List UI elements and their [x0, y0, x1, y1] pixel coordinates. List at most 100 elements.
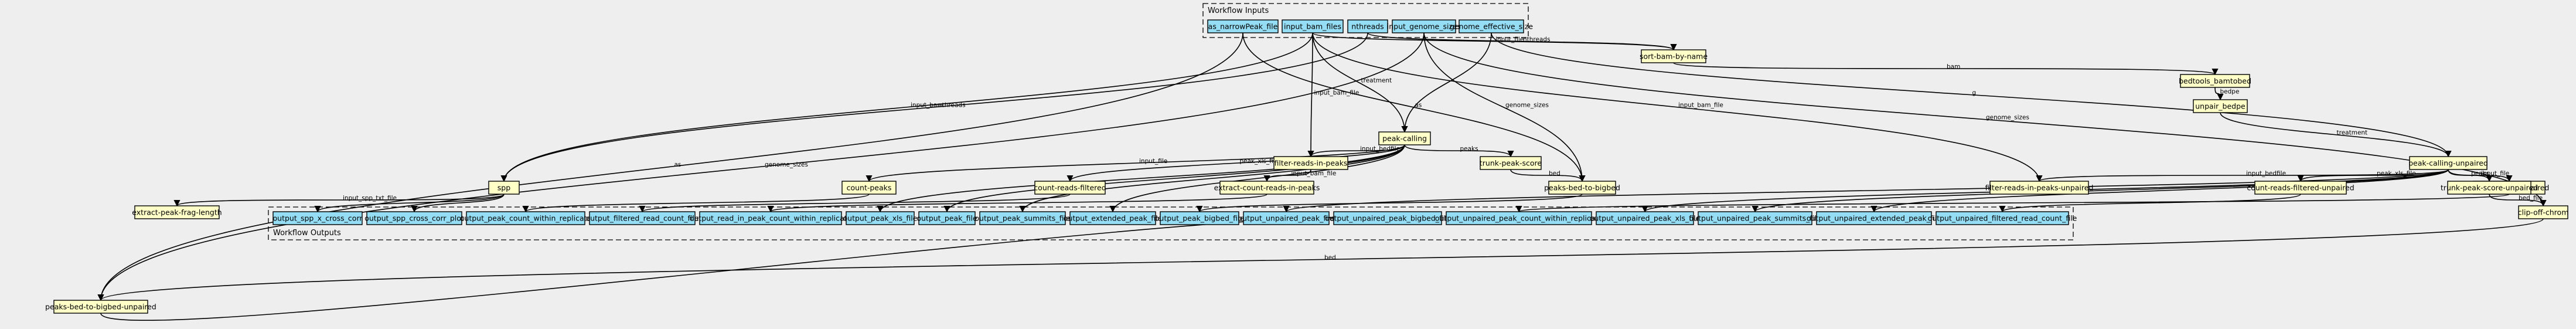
step-node-spp[interactable]: spp — [488, 181, 520, 195]
edge-peak-calling-to-output_extended_peak_file — [1109, 144, 1405, 213]
edge-peak-calling-unpaired-to-output_unpaired_extended_peak_file — [1870, 169, 2449, 213]
edge-genome_effective_size-to-peak-calling — [1401, 32, 1492, 133]
node-label: filter-reads-in-peaks-unpaired — [1985, 184, 2094, 192]
node-label: output_spp_cross_corr_plot — [364, 214, 464, 223]
node-label: output_filtered_read_count_file — [585, 214, 698, 223]
step-node-peak-calling[interactable]: peak-calling — [1378, 131, 1431, 145]
node-label: output_unpaired_peak_bigbed_file — [1325, 214, 1450, 223]
step-node-count-peaks[interactable]: count-peaks — [841, 181, 897, 195]
edge-label: as — [1415, 102, 1422, 109]
step-node-unpair_bedpe[interactable]: unpair_bedpe — [2193, 99, 2248, 113]
edge-trunk-peak-score-unpaired-to-clip-off-chrom: bed_file — [2489, 194, 2547, 207]
output-node-output_unpaired_peak_bigbed_file[interactable]: output_unpaired_peak_bigbed_file — [1325, 211, 1450, 225]
step-node-count-reads-filtered-unpaired[interactable]: count-reads-filtered-unpaired — [2247, 181, 2354, 195]
node-label: sort-bam-by-name — [1640, 52, 1708, 61]
edge-label: peak_xls_file — [2377, 170, 2416, 177]
edge-peak-calling-unpaired-to-output_unpaired_peak_file — [1283, 169, 2449, 213]
edge-peak-calling-to-output_peak_summits_file — [1019, 144, 1405, 213]
step-node-trunk-peak-score[interactable]: trunk-peak-score — [1480, 156, 1542, 170]
step-node-trunk-peak-score-unpaired[interactable]: trunk-peak-score-unpaired — [2441, 181, 2538, 195]
edge-label: bam — [1947, 63, 1960, 70]
output-node-output_spp_cross_corr_plot[interactable]: output_spp_cross_corr_plot — [364, 211, 464, 225]
output-node-output_spp_x_cross_corr[interactable]: output_spp_x_cross_corr — [272, 211, 363, 225]
input-node-input_genome_sizes[interactable]: input_genome_sizes — [1387, 19, 1461, 33]
node-label: count-peaks — [847, 184, 892, 192]
output-node-output_peak_xls_file[interactable]: output_peak_xls_file — [843, 211, 918, 225]
edge-clip-off-chrom-to-peaks-bed-to-bigbed-unpaired: bed — [98, 218, 2544, 301]
output-node-output_unpaired_filtered_read_count_file[interactable]: output_unpaired_filtered_read_count_file — [1928, 211, 2077, 225]
input-node-nthreads[interactable]: nthreads — [1347, 19, 1388, 33]
output-node-output_peak_summits_file[interactable]: output_peak_summits_file — [974, 211, 1071, 225]
edge-input_bam_files-to-peak-calling: treatment — [1312, 32, 1408, 133]
node-label: count-reads-filtered-unpaired — [2247, 184, 2354, 192]
node-label: output_unpaired_peak_file — [1238, 214, 1335, 223]
edge-label: input_bam_file — [1678, 102, 1723, 109]
edge-label: nthreads — [938, 102, 966, 109]
node-label: input_bam_files — [1284, 22, 1341, 31]
output-node-output_unpaired_extended_peak_file[interactable]: output_unpaired_extended_peak_file — [1807, 211, 1941, 225]
edge-label: peaks — [2471, 170, 2489, 177]
node-label: filter-reads-in-peaks — [1275, 159, 1348, 168]
output-node-output_unpaired_peak_file[interactable]: output_unpaired_peak_file — [1238, 211, 1335, 225]
step-node-peaks-bed-to-bigbed[interactable]: peaks-bed-to-bigbed — [1544, 181, 1620, 195]
node-label: peak-calling-unpaired — [2408, 159, 2488, 168]
output-node-output_peak_file[interactable]: output_peak_file — [916, 211, 977, 225]
edge-input_bam_files-to-filter-reads-in-peaks: input_bam_file — [1307, 32, 1359, 158]
node-label: peaks-bed-to-bigbed-unpaired — [45, 303, 156, 311]
output-node-output_unpaired_peak_summits_file[interactable]: output_unpaired_peak_summits_file — [1689, 211, 1821, 225]
node-label: input_genome_sizes — [1387, 22, 1461, 31]
edge-peak-calling-to-trunk-peak-score: peaks — [1404, 144, 1514, 158]
edge-label: genome_sizes — [1505, 102, 1549, 109]
node-label: output_spp_x_cross_corr — [273, 214, 363, 223]
node-label: output_unpaired_peak_count_within_replic… — [1435, 214, 1603, 223]
edge-label: input_bedfile — [2246, 170, 2286, 177]
node-label: output_peak_summits_file — [974, 214, 1071, 223]
step-node-sort-bam-by-name[interactable]: sort-bam-by-name — [1640, 49, 1708, 63]
edge-input_genome_sizes-to-peaks-bed-to-bigbed: genome_sizes — [1423, 32, 1586, 182]
edge-label: input_bam_file — [1314, 90, 1359, 97]
edge-as_narrowPeak_file-to-peaks-bed-to-bigbed: as — [1242, 32, 1586, 182]
cluster-outputs-label: Workflow Outputs — [273, 229, 341, 238]
edge-spp-to-output_spp_cross_corr_plot — [411, 194, 505, 213]
output-node-output_peak_count_within_replicate[interactable]: output_peak_count_within_replicate — [460, 211, 592, 225]
edge-nthreads-to-sort-bam-by-name: nthreads — [1367, 32, 1677, 51]
node-label: output_unpaired_filtered_read_count_file — [1928, 214, 2077, 223]
edge-as_narrowPeak_file-to-peaks-bed-to-bigbed-unpaired: as — [97, 32, 1243, 301]
step-node-extract-count-reads-in-peaks[interactable]: extract-count-reads-in-peaks — [1214, 181, 1320, 195]
output-node-output_filtered_read_count_file[interactable]: output_filtered_read_count_file — [585, 211, 699, 225]
step-node-bedtools_bamtobed[interactable]: bedtools_bamtobed — [2179, 74, 2251, 88]
step-node-filter-reads-in-peaks[interactable]: filter-reads-in-peaks — [1273, 156, 1348, 170]
edge-label: input_file — [1139, 158, 1167, 165]
step-node-clip-off-chrom[interactable]: clip-off-chrom — [2518, 205, 2569, 219]
edge-label: as — [674, 161, 682, 168]
input-node-as_narrowPeak_file[interactable]: as_narrowPeak_file — [1207, 19, 1279, 33]
node-label: output_peak_bigbed_file — [1155, 214, 1245, 223]
edge-nthreads-to-spp: nthreads — [500, 32, 1368, 182]
step-node-peaks-bed-to-bigbed-unpaired[interactable]: peaks-bed-to-bigbed-unpaired — [45, 300, 156, 314]
edge-input_bam_files-to-filter-reads-in-peaks-unpaired: input_bam_file — [1312, 32, 2043, 182]
node-label: spp — [498, 184, 510, 192]
step-node-extract-peak-frag-length[interactable]: extract-peak-frag-length — [132, 205, 222, 219]
cluster-workflow-inputs: Workflow Inputs — [1202, 3, 1529, 38]
output-node-output_peak_bigbed_file[interactable]: output_peak_bigbed_file — [1155, 211, 1245, 225]
input-node-input_bam_files[interactable]: input_bam_files — [1282, 19, 1344, 33]
step-node-filter-reads-in-peaks-unpaired[interactable]: filter-reads-in-peaks-unpaired — [1985, 181, 2094, 195]
output-node-output_extended_peak_file[interactable]: output_extended_peak_file — [1064, 211, 1163, 225]
output-node-output_unpaired_peak_xls_file[interactable]: output_unpaired_peak_xls_file — [1590, 211, 1701, 225]
node-label: output_peak_file — [916, 214, 977, 223]
edge-peak-calling-unpaired-to-trunk-peak-score-unpaired: peaks — [2448, 169, 2493, 182]
output-node-output_unpaired_peak_count_within_replicate[interactable]: output_unpaired_peak_count_within_replic… — [1435, 211, 1603, 225]
edge-spp-to-output_spp_x_cross_corr — [314, 194, 505, 213]
edge-input_bam_files-to-spp: input_bam — [500, 32, 1313, 182]
edge-peak-calling-unpaired-to-output_unpaired_peak_summits_file — [1752, 169, 2449, 213]
edge-count-peaks-to-output_peak_count_within_replicate — [522, 194, 870, 213]
input-node-genome_effective_size[interactable]: genome_effective_size — [1450, 19, 1533, 33]
edge-label: genome_sizes — [1986, 114, 2029, 121]
step-node-peak-calling-unpaired[interactable]: peak-calling-unpaired — [2408, 156, 2488, 170]
step-node-count-reads-filtered[interactable]: count-reads-filtered — [1034, 181, 1106, 195]
output-node-output_read_in_peak_count_within_replicate[interactable]: output_read_in_peak_count_within_replica… — [690, 211, 852, 225]
edge-peak-calling-to-filter-reads-in-peaks: input_bedfile — [1307, 144, 1405, 158]
edge-label: g — [1972, 90, 1977, 97]
edge-label: treatment — [1361, 77, 1392, 84]
